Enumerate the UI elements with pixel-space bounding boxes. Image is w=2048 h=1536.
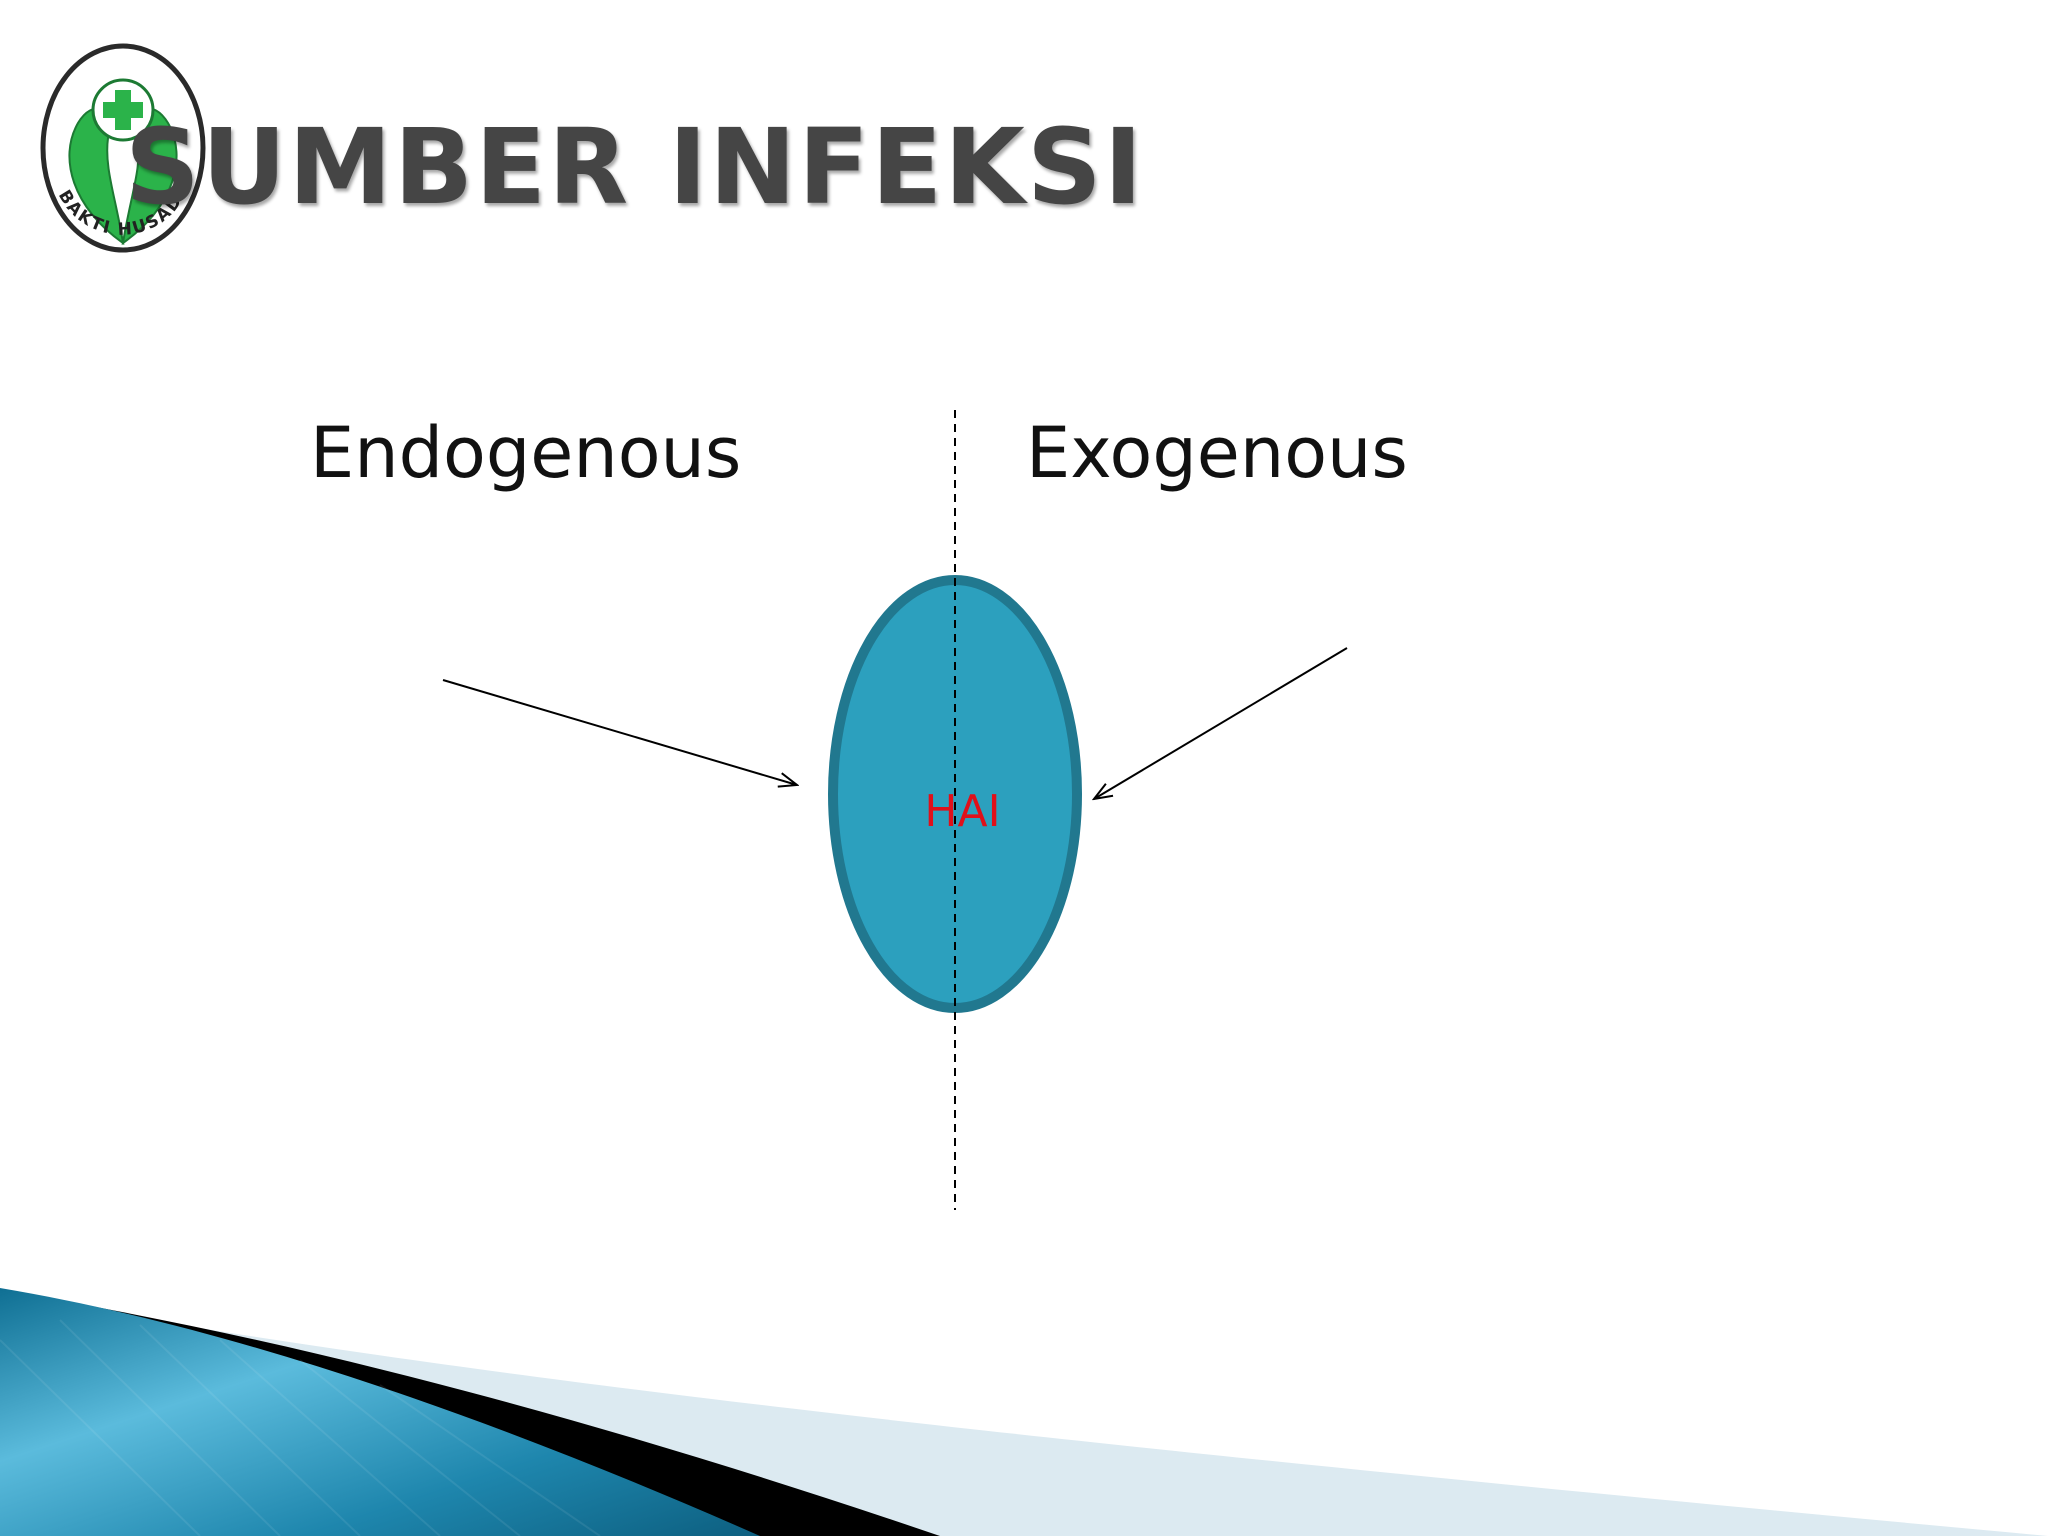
- exogenous-label: Exogenous: [1026, 412, 1408, 494]
- footer-swoosh: [0, 1288, 2048, 1536]
- arrow-endogenous: [442, 679, 797, 785]
- page-title: SUMBER INFEKSI: [125, 106, 1145, 228]
- arrow-exogenous: [1094, 647, 1348, 799]
- hai-label: HAI: [924, 786, 1001, 837]
- endogenous-label: Endogenous: [310, 412, 742, 494]
- bakti-husada-logo-icon: BAKTI HUSADA: [40, 43, 206, 253]
